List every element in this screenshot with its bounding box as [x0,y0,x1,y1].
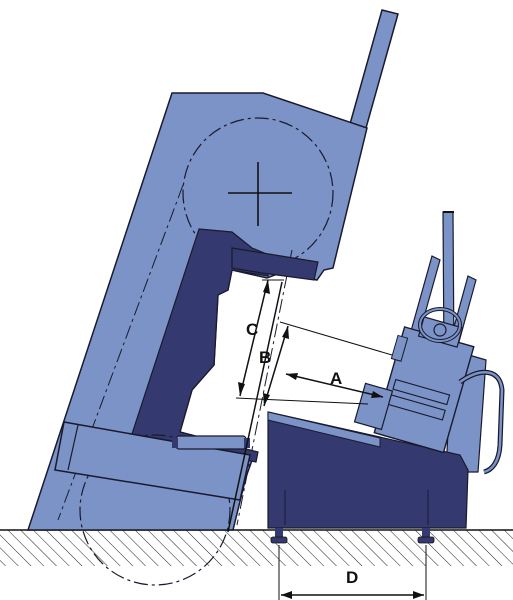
base-feet [270,528,435,544]
base-top-plate [267,411,381,448]
dimension-a-arrow-right [371,391,383,398]
dimension-b-label: B [259,348,271,367]
control-lever [349,9,399,129]
vice-mechanism [353,316,475,454]
lower-arm-band-line [67,424,79,471]
upper-wheel-outline [182,117,334,269]
dimension-c-arrow-bottom [238,382,245,396]
extension-line-upper [279,321,393,356]
vice-slot-top [392,378,451,406]
blade-guide-block [231,247,319,281]
dimension-d: D [278,545,427,600]
dimension-b-arrow-top [282,326,289,339]
dimension-d-label: D [346,568,358,587]
left-foot [270,536,288,544]
blade-path-left [57,184,184,521]
dimension-a-arrow-left [286,373,298,380]
dimension-d-arrow-left [281,591,292,599]
dimension-a: A [285,369,384,398]
pivot-rod [172,435,250,450]
dimension-c: C [238,279,284,397]
vice-lock-loop-inner [419,308,461,342]
dimension-d-arrow-right [413,591,424,599]
vice-side-plate [390,334,409,362]
upper-wheel [182,117,334,269]
saw-blade [227,281,283,533]
pivot-rod-body [175,435,247,450]
dimension-a-label: A [330,369,342,388]
dimension-c-arrow-top [263,280,270,294]
ground [0,529,513,566]
right-foot [417,536,435,544]
vice-jaw [353,382,394,431]
dimension-a-line [285,373,384,398]
vice-lock-knob [433,323,447,337]
blade-path-right [236,249,293,526]
pivot-rod-cap [172,438,178,448]
right-leg [422,528,430,538]
left-leg [275,528,283,538]
lower-wheel-outline [79,434,231,586]
arm-inner-panel [129,228,270,463]
dimension-c-line [239,279,269,397]
dimension-b: B [259,325,289,407]
dimension-b-line [263,325,289,407]
vice-slot-bottom [387,394,446,421]
extension-line-lower [235,397,369,405]
dimension-c-label: C [246,320,258,339]
ground-hatching [0,530,513,566]
hydraulic-hose-inner [459,371,504,474]
